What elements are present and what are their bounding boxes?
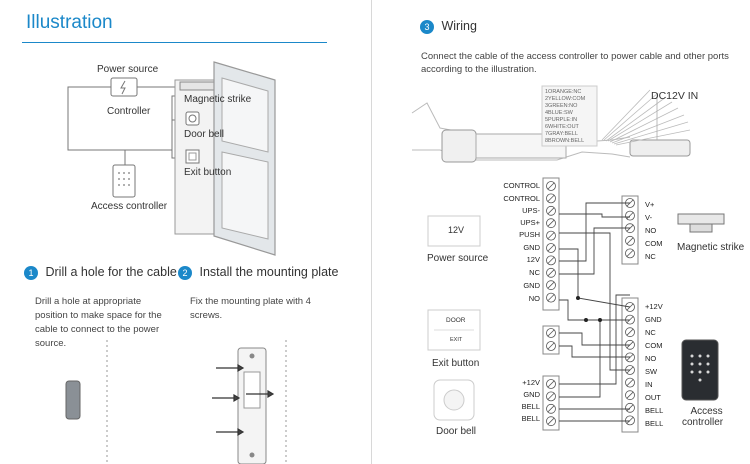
terminal-screw-slot: [626, 391, 634, 399]
terminal-screw-slot: [547, 244, 555, 252]
magnetic-strike-label: Magnetic strike: [677, 242, 745, 253]
wiring-diagram: [411, 85, 725, 433]
terminal-screw-slot: [547, 257, 555, 264]
door-bell-icon: [185, 111, 200, 126]
terminal-screw-slot: [547, 219, 555, 227]
terminal-screw-slot: [547, 405, 555, 413]
wire-color-label: [541, 85, 598, 147]
title-divider: [22, 42, 327, 43]
terminal-screw-slot: [547, 417, 555, 425]
controller-label: Controller: [107, 106, 151, 117]
cable-connector: [441, 129, 477, 163]
terminal-screw-slot: [547, 269, 555, 277]
dc-plug: [629, 139, 691, 157]
magnetic-strike-device: [677, 213, 725, 225]
power-source-value: 12V: [448, 225, 465, 235]
bell-terminal-labels: +12V GND BELL BELL: [521, 378, 540, 423]
door-bell-label: Door bell: [184, 129, 225, 140]
power-source-label: Power source: [97, 64, 159, 75]
wiring-instructions: Connect the cable of the access controll…: [421, 51, 729, 75]
terminal-screw-slot: [626, 237, 634, 245]
power-source-box: [427, 215, 481, 247]
terminal-screw-slot: [547, 393, 555, 400]
access-controller-label: Access controller: [682, 406, 724, 428]
keypad-icon: [112, 164, 136, 198]
access-controller-label: Access controller: [91, 201, 168, 212]
terminal-screw-slot: [547, 207, 555, 215]
step-3-title: Wiring: [441, 19, 477, 33]
step-2-header: 2 Install the mounting plate: [178, 265, 338, 280]
exit-button-icon: [185, 149, 200, 164]
page-title: Illustration: [26, 12, 113, 33]
terminal-screw-slot: [547, 232, 555, 239]
terminal-screw-slot: [547, 195, 555, 202]
power-terminal-labels: CONTROL CONTROL UPS- UPS+ PUSH GND 12V N…: [503, 181, 540, 303]
magnetic-strike-label: Magnetic strike: [184, 94, 252, 105]
power-source-label: Power source: [427, 253, 489, 264]
dc-input-label: DC12V IN: [651, 90, 699, 102]
lightning-icon: [120, 80, 126, 95]
terminal-screw-slot: [626, 404, 634, 412]
step-1-header: 1 Drill a hole for the cable: [24, 265, 177, 280]
exit-button-label: Exit button: [432, 358, 480, 369]
exit-door-text: DOOR: [446, 317, 466, 324]
terminal-screw-slot: [547, 342, 555, 350]
exit-button-label: Exit button: [184, 167, 232, 178]
controller-box: [110, 77, 138, 97]
controller-terminal-labels: +12V GND NC COM NO SW IN OUT BELL BELL: [645, 302, 664, 428]
access-controller-device: [681, 339, 719, 401]
terminal-screw-slot: [547, 281, 555, 289]
terminal-screw-slot: [626, 328, 634, 336]
terminal-screw-slot: [547, 380, 555, 388]
installation-diagram: [65, 61, 287, 464]
terminal-screw-slot: [547, 294, 555, 301]
step-2-number: 2: [178, 266, 192, 280]
step-2-title: Install the mounting plate: [199, 265, 339, 279]
step-1-title: Drill a hole for the cable: [45, 265, 177, 279]
drilled-hole: [65, 380, 81, 420]
door-bell-label: Door bell: [436, 426, 477, 437]
strike-terminal-labels: V+ V- NO COM NC: [645, 200, 663, 261]
step-3-number: 3: [420, 20, 434, 34]
step-2-description: Fix the mounting plate with 4 screws.: [190, 296, 311, 321]
terminal-screw-slot: [626, 379, 634, 386]
terminal-screw-slot: [626, 417, 634, 424]
page-divider: [371, 0, 372, 464]
step-1-description: Drill a hole at appropriate position to …: [35, 296, 162, 349]
terminal-screw-slot: [626, 250, 634, 257]
step-3-header: 3 Wiring: [420, 19, 477, 34]
step-1-number: 1: [24, 266, 38, 280]
terminal-screw-slot: [547, 329, 555, 337]
terminal-screw-slot: [547, 182, 555, 190]
terminal-screw-slot: [626, 212, 634, 219]
bell-terminal-block: [542, 375, 560, 431]
exit-text: EXIT: [450, 337, 463, 343]
